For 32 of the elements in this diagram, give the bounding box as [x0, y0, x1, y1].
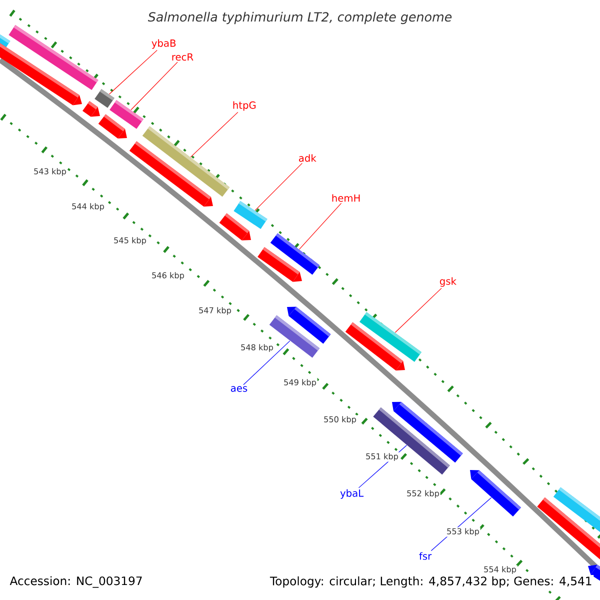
tick-label: 550 kbp	[322, 415, 358, 425]
leader-line	[394, 288, 442, 333]
leader-line	[109, 50, 158, 94]
leader-line	[298, 202, 342, 250]
leader-line	[243, 340, 290, 386]
tick-label: 554 kbp	[482, 565, 518, 575]
gene-label: adk	[298, 154, 316, 162]
gene-label: recR	[172, 53, 194, 61]
leader-line	[190, 112, 238, 158]
tick-label: 545 kbp	[112, 236, 148, 246]
tick-label: 549 kbp	[282, 378, 318, 388]
gene-feature	[94, 89, 114, 108]
tick-label: 553 kbp	[446, 527, 480, 537]
gene-label: ybaB	[152, 39, 176, 49]
tick-label: 548 kbp	[240, 343, 274, 353]
tick-label: 544 kbp	[70, 202, 106, 212]
tick-label: 552 kbp	[406, 489, 440, 499]
tick-label: 543 kbp	[32, 167, 68, 177]
tick-label: 551 kbp	[364, 452, 400, 462]
gene-label: ybaL	[340, 489, 364, 499]
accession-text: Accession: NC_003197	[8, 574, 144, 590]
gene-label: htpG	[233, 101, 256, 111]
gene-label: gsk	[440, 277, 456, 287]
leader-line	[130, 62, 178, 110]
tick-label: 546 kbp	[150, 271, 186, 281]
gene-label: fsr	[419, 552, 432, 560]
gene-label: aes	[230, 386, 248, 392]
leader-line	[254, 162, 302, 211]
gene-label: hemH	[332, 194, 360, 202]
title: Salmonella typhimurium LT2, complete genome	[148, 12, 452, 24]
tick-label: 547 kbp	[198, 306, 232, 316]
gene-feature	[470, 470, 521, 516]
